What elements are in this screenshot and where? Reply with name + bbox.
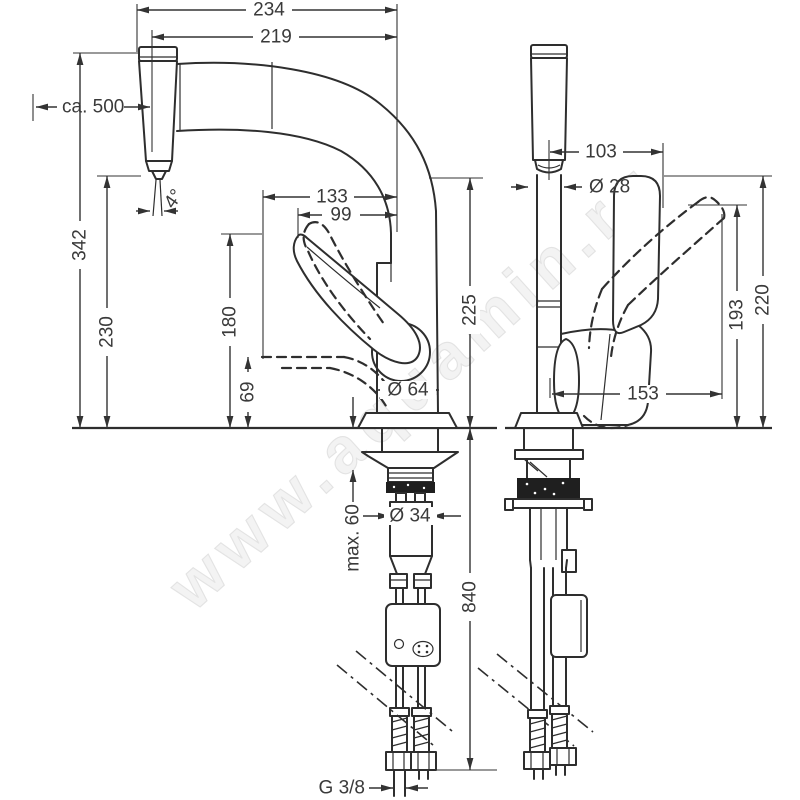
lever-tilted-dashed [600,200,700,291]
dim-spout-diameter: Ø 28 [589,177,630,198]
mounting-nut [386,482,435,493]
spray-head-cap-front [530,44,568,59]
dim-lever-reach-max: 133 [316,187,348,208]
dim-outlet-height: 225 [460,294,481,326]
base-escutcheon-front [514,412,584,429]
break-line [336,650,453,746]
dim-lever-raised-height: 193 [727,299,748,331]
dim-pullout-hose-length: ca. 500 [62,97,124,118]
faucet-front-view [477,44,726,780]
dim-spout-height: 342 [70,229,91,261]
spray-head-body [138,60,178,162]
faucet-side-view [72,46,772,797]
dimension-labels: 234 219 ca. 500 342 230 4° 133 99 180 69… [62,0,774,799]
dim-lever-reach: 99 [330,205,351,226]
mounting-plate-front [514,449,584,460]
dim-lever-side-reach: 153 [627,384,659,405]
dim-total-reach: 234 [253,0,285,21]
spray-head-front [530,57,568,161]
lever-raised-dashed [302,222,372,341]
base-escutcheon [357,412,458,429]
aerator [145,160,173,172]
dim-install-depth: 840 [460,581,481,613]
dim-lever-top-height: 220 [753,284,774,316]
dim-head-offset: 103 [585,142,617,163]
extension-lines [32,4,772,771]
check-valve-box [385,603,441,667]
mounting-nut-front [517,478,580,499]
dim-shank-diameter: Ø 34 [389,506,431,527]
dim-spray-angle: 4° [160,186,188,213]
check-valve-box-front [550,594,588,658]
spray-head-cap [138,46,178,62]
supply-hoses-front [530,567,567,711]
lever-handle [292,233,421,365]
dim-spout-reach: 219 [260,27,292,48]
dim-base-diameter: Ø 64 [387,380,429,401]
dim-outlet-clearance: 230 [97,316,118,348]
spout-inner-edge [176,128,392,264]
break-line-front [477,653,594,747]
dim-lever-clearance: 69 [238,381,259,402]
dim-max-counter-thickness: max. 60 [343,504,364,572]
dim-connection-thread: G 3/8 [319,778,365,799]
dim-lever-height: 180 [220,306,241,338]
spout-outer-edge [176,61,439,414]
label-backgrounds [70,1,773,621]
